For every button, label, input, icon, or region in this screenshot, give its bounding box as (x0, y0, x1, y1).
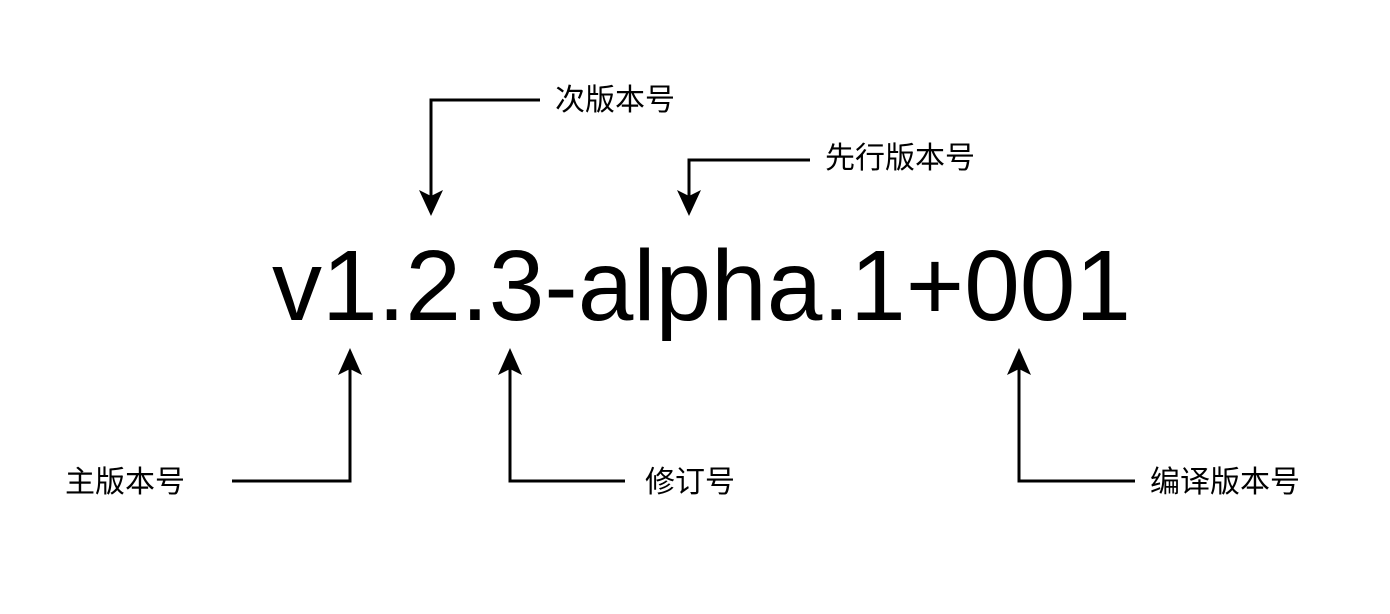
arrow-patch (508, 365, 625, 483)
arrowhead-minor (419, 190, 443, 216)
arrow-major (232, 365, 352, 483)
arrow-prerelease (687, 158, 810, 200)
arrowhead-major (338, 348, 362, 375)
label-prerelease-version: 先行版本号 (825, 141, 975, 176)
arrow-build (1017, 365, 1135, 483)
label-patch-version: 修订号 (645, 465, 735, 500)
arrow-minor (429, 98, 540, 200)
arrowhead-build (1007, 348, 1031, 375)
version-string: v1.2.3-alpha.1+001 (272, 230, 1132, 342)
arrowhead-patch (498, 348, 522, 375)
arrowhead-prerelease (677, 190, 701, 216)
label-minor-version: 次版本号 (555, 83, 675, 118)
label-major-version: 主版本号 (65, 465, 185, 500)
label-build-version: 编译版本号 (1150, 465, 1300, 500)
